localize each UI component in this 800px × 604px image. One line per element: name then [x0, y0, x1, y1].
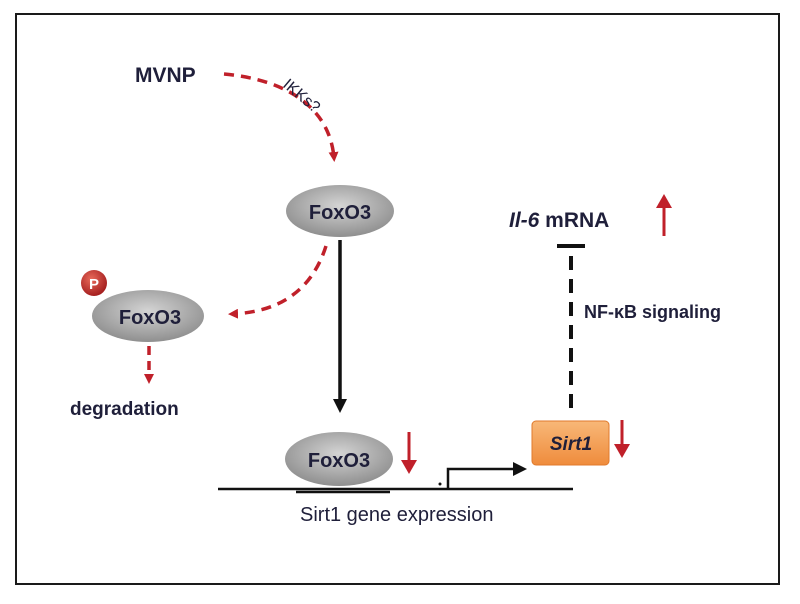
- mvnp-label: MVNP: [135, 64, 196, 87]
- phosphate-badge-label: P: [89, 276, 99, 293]
- il6-mrna-label: Il-6 mRNA: [509, 209, 609, 232]
- transcription-start-arrow: [446, 462, 527, 489]
- foxo3-bottom-node: FoxO3: [285, 432, 393, 486]
- foxo3-phospho-label: FoxO3: [119, 307, 181, 329]
- il6-suffix: mRNA: [539, 209, 609, 232]
- foxo3-phospho-node: FoxO3: [92, 290, 204, 342]
- il6-increase-arrow-icon: [656, 194, 672, 236]
- foxo3-top-node: FoxO3: [286, 185, 394, 237]
- foxo3-bottom-label: FoxO3: [308, 450, 370, 472]
- phosphate-badge: P: [81, 270, 107, 296]
- sirt1-decrease-arrow-icon: [614, 420, 630, 458]
- gene-expression-label: Sirt1 gene expression: [300, 504, 493, 526]
- promoter-dot: [438, 482, 442, 486]
- foxo3-top-label: FoxO3: [309, 202, 371, 224]
- foxo3-decrease-arrow-icon: [401, 432, 417, 474]
- ikks-label: IKKs?: [279, 76, 323, 117]
- nfkb-label: NF-κB signaling: [584, 302, 721, 322]
- foxo3-to-phospho-arrow: [228, 245, 328, 319]
- degradation-label: degradation: [70, 399, 179, 420]
- sirt1-label: Sirt1: [550, 434, 592, 455]
- sirt1-node: Sirt1: [531, 420, 610, 466]
- il6-gene-name: Il-6: [509, 209, 540, 232]
- mvnp-to-foxo3-arrow: [223, 72, 339, 162]
